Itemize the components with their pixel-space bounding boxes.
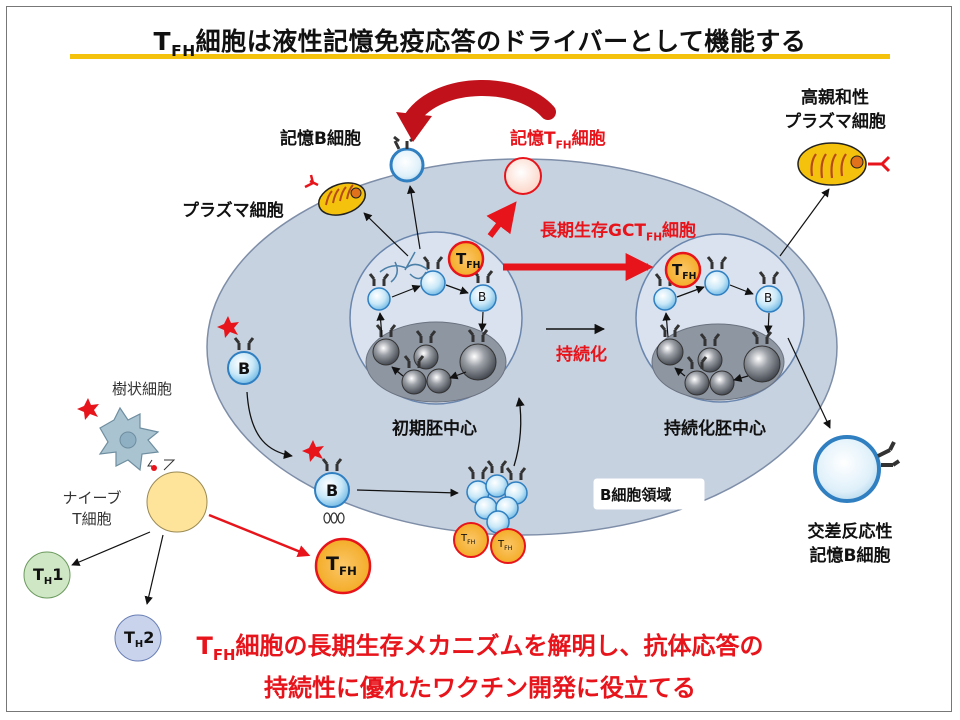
sustained-gc-b-text: B [764,291,773,305]
sustained-gc-output-arrows [779,188,831,429]
high-affinity-plasma-cell [797,142,891,186]
dark-zone-cells-sustained [656,323,781,396]
plasma-label: プラズマ細胞 [182,201,284,221]
b-zone-label-box [593,478,705,510]
tfh-cell-large [314,537,372,595]
cross-reactive-memory-b-cell [813,435,901,503]
memory-b-label: 記憶B細胞 [280,129,361,149]
memory-tfh-label: 記憶TFH細胞 [510,129,606,152]
gc-cycle-arrows [376,284,773,382]
border-b-text: B [326,481,339,500]
high-affinity-label: 高親和性プラズマ細胞 [784,88,886,132]
th1-cell [23,551,71,599]
tfh-large-text: TFH [326,553,357,578]
early-gc-tfh-text: TFH [456,250,481,271]
b-zone-label: B細胞領域 [600,486,672,504]
b-cell-cluster [453,459,528,564]
light-zone-b-cells-early [367,251,497,312]
sustained-label: 持続化 [556,345,607,365]
light-zone-b-cells-sustained [653,255,783,313]
cross-reactive-label: 交差反応性記憶B細胞 [807,522,893,566]
memory-tfh-arrow [486,201,517,238]
activated-b-cell [217,316,261,385]
antigen-dot [151,465,157,471]
memory-b-cell [389,135,425,183]
cluster-tfh-text-2: TFH [498,539,513,552]
naive-t-cell [146,471,208,533]
recall-arrow-head [396,112,432,142]
sustained-gc-tfh-cell [664,251,702,289]
early-gc-b-text: B [478,290,487,304]
sustained-gc-label: 持続化胚中心 [664,419,766,439]
th2-cell [114,614,162,662]
conclusion-text: TFH細胞の長期生存メカニズムを解明し、抗体応答の 持続性に優れたワクチン開発に… [196,632,764,702]
dark-zone-cells-early [372,323,497,395]
migration-arrow [246,391,293,460]
title-underline [70,54,890,59]
memory-tfh-cell [504,157,542,195]
naive-differentiation-arrows [71,531,164,605]
proliferation-arrow [356,488,459,497]
dendritic-label: 樹状細胞 [112,380,173,398]
activated-b-text: B [238,359,251,378]
th1-text: TH1 [33,565,64,588]
plasma-cell [304,174,367,216]
dendritic-contact [147,459,176,471]
recall-curved-arrow [404,80,556,126]
cluster-tfh-text-1: TFH [461,533,476,546]
early-gc-tfh-cell [447,240,485,278]
dendritic-cell [77,398,160,472]
sustained-gc-tfh-text: TFH [672,261,697,282]
slide-frame [6,6,952,712]
gc-entry-arrow [513,397,525,467]
page-title: TFH細胞は液性記憶免疫応答のドライバーとして機能する [153,27,807,60]
early-gc-label: 初期胚中心 [392,419,477,439]
th2-text: TH2 [124,628,155,651]
border-b-cell [302,440,350,524]
long-lived-label: 長期生存GCTFH細胞 [540,221,697,244]
early-gc-output-arrows [363,185,421,257]
tfh-differentiation-arrow [208,513,311,558]
